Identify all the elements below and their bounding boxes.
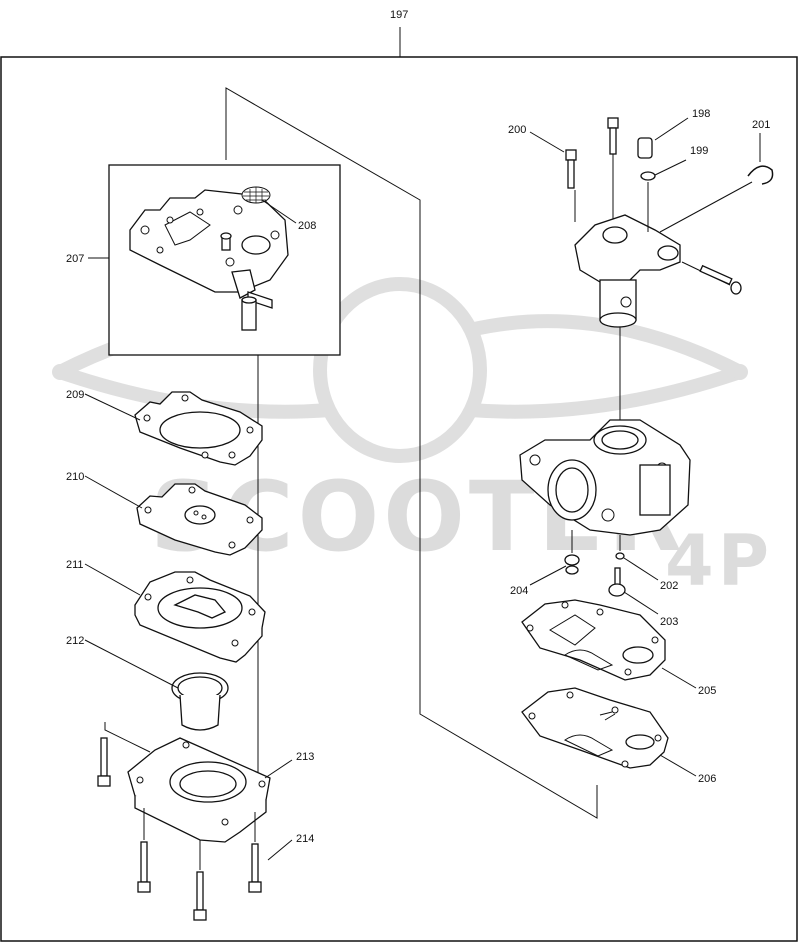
screw-214-d bbox=[248, 812, 262, 893]
watermark-suffix: 4P bbox=[665, 520, 773, 602]
callout-199: 199 bbox=[690, 145, 708, 157]
part-200-screw bbox=[529, 131, 577, 189]
callout-214: 214 bbox=[296, 833, 314, 845]
callout-209: 209 bbox=[66, 389, 84, 401]
callout-212: 212 bbox=[66, 635, 84, 647]
callout-198: 198 bbox=[692, 108, 710, 120]
screw-214-b bbox=[137, 808, 151, 893]
callout-203: 203 bbox=[660, 616, 678, 628]
part-203-needle bbox=[608, 567, 659, 615]
screw-214-a bbox=[97, 737, 111, 787]
part-204-check-valve bbox=[529, 530, 580, 586]
part-205-gasket bbox=[521, 599, 697, 689]
callout-211: 211 bbox=[66, 559, 84, 571]
callout-210: 210 bbox=[66, 471, 84, 483]
callout-204: 204 bbox=[510, 585, 528, 597]
part-213-cover bbox=[104, 722, 293, 843]
part-198-plug bbox=[637, 117, 689, 159]
callout-207: 207 bbox=[66, 253, 84, 265]
part-208-screen bbox=[241, 186, 297, 224]
part-209-gasket bbox=[84, 391, 263, 466]
screw-214-c bbox=[193, 840, 207, 921]
callout-208: 208 bbox=[298, 220, 316, 232]
callout-200: 200 bbox=[508, 124, 526, 136]
part-202-small-valve bbox=[615, 535, 659, 581]
part-214-screws bbox=[97, 737, 293, 921]
diagram-frame bbox=[0, 27, 798, 942]
throttle-stop-screw bbox=[681, 261, 742, 295]
part-210-diaphragm bbox=[84, 475, 263, 556]
carburetor-body bbox=[519, 419, 691, 536]
callout-197: 197 bbox=[390, 9, 408, 21]
part-201-clip bbox=[659, 133, 774, 233]
callout-labels: 197 198 199 200 201 202 203 204 205 206 … bbox=[66, 9, 770, 845]
part-206-cover-plate bbox=[521, 687, 697, 777]
callout-201: 201 bbox=[752, 119, 770, 131]
callout-206: 206 bbox=[698, 773, 716, 785]
part-211-pump-plate bbox=[84, 563, 266, 663]
part-207-pump-body bbox=[129, 189, 289, 331]
callout-202: 202 bbox=[660, 580, 678, 592]
callout-213: 213 bbox=[296, 751, 314, 763]
throttle-lever-assembly bbox=[574, 182, 681, 328]
part-212-primer-cup bbox=[84, 639, 229, 731]
part-199-washer bbox=[640, 159, 687, 181]
watermark-dot-left bbox=[52, 364, 68, 380]
callout-205: 205 bbox=[698, 685, 716, 697]
watermark-dot-right bbox=[732, 364, 748, 380]
assembly-bracket-lines bbox=[225, 87, 598, 819]
